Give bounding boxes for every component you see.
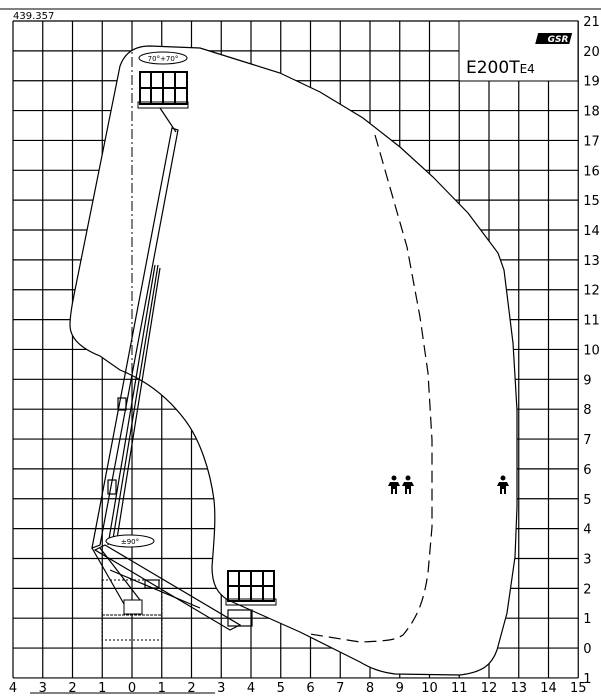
- y-axis-label: 2: [583, 582, 591, 597]
- x-axis-label: 12: [481, 681, 498, 696]
- gsr-logo: GSR: [535, 33, 573, 45]
- y-axis-label: 8: [583, 403, 591, 418]
- y-axis-label: 17: [583, 134, 600, 149]
- person-icon: [388, 475, 400, 494]
- x-axis-label: 10: [421, 681, 438, 696]
- y-axis-label: 9: [583, 373, 591, 388]
- x-axis-label: 15: [570, 681, 587, 696]
- x-axis-label: 11: [451, 681, 468, 696]
- y-axis-label: 21: [583, 15, 600, 30]
- y-axis-label: 19: [583, 75, 600, 90]
- working-envelope-outline: [69, 45, 518, 676]
- chassis-outline: [101, 579, 163, 641]
- x-axis-label: 1: [158, 681, 166, 696]
- y-axis-label: 5: [583, 493, 591, 508]
- y-axis-label: 0: [583, 642, 591, 657]
- boom-extended: [91, 107, 179, 605]
- model-name: E200TE4: [466, 58, 535, 78]
- x-axis-label: 3: [217, 681, 225, 696]
- y-axis-label: 11: [583, 314, 600, 329]
- x-axis-label: 1: [98, 681, 106, 696]
- x-axis-label: 9: [396, 681, 404, 696]
- x-axis-label: 4: [9, 681, 17, 696]
- x-axis-label: 13: [510, 681, 527, 696]
- svg-text:GSR: GSR: [548, 35, 569, 45]
- turret-base: [123, 599, 143, 615]
- y-axis-label: 4: [583, 523, 591, 538]
- reduced-envelope-dashed-line: [309, 134, 433, 643]
- y-axis-label: 1: [583, 612, 591, 627]
- x-axis-label: 7: [336, 681, 344, 696]
- platform-basket-raised: [137, 71, 189, 109]
- y-axis-label: 3: [583, 552, 591, 567]
- y-axis-label: 20: [583, 45, 600, 60]
- y-axis-label: 15: [583, 194, 600, 209]
- y-axis-label: 12: [583, 284, 600, 299]
- x-axis-label: 8: [366, 681, 374, 696]
- y-axis-label: 1: [583, 672, 591, 687]
- y-axis-label: 7: [583, 433, 591, 448]
- platform-basket-lowered: [225, 570, 277, 606]
- basket-rotation-ellipse: [138, 51, 188, 65]
- y-axis-label: 18: [583, 105, 600, 120]
- person-icon: [497, 475, 509, 494]
- y-axis-label: 14: [583, 224, 600, 239]
- y-axis-label: 13: [583, 254, 600, 269]
- basket-rotation-label: 70°+70°: [148, 55, 179, 63]
- drawing-code: 439.357: [13, 11, 54, 22]
- person-icon: [402, 475, 414, 494]
- model-label-box: [458, 20, 579, 82]
- x-axis-label: 2: [187, 681, 195, 696]
- x-axis-label: 0: [128, 681, 136, 696]
- turret-rotation-label: ±90°: [121, 538, 139, 546]
- boom-lowered: [93, 544, 253, 631]
- x-axis-label: 2: [68, 681, 76, 696]
- x-axis-label: 14: [540, 681, 557, 696]
- y-axis-label: 6: [583, 463, 591, 478]
- y-axis-label: 16: [583, 164, 600, 179]
- y-axis-label: 10: [583, 343, 600, 358]
- x-axis-label: 4: [247, 681, 255, 696]
- x-axis-label: 5: [277, 681, 285, 696]
- turret-rotation-ellipse: [105, 534, 155, 548]
- x-axis-label: 3: [39, 681, 47, 696]
- x-axis-label: 6: [306, 681, 314, 696]
